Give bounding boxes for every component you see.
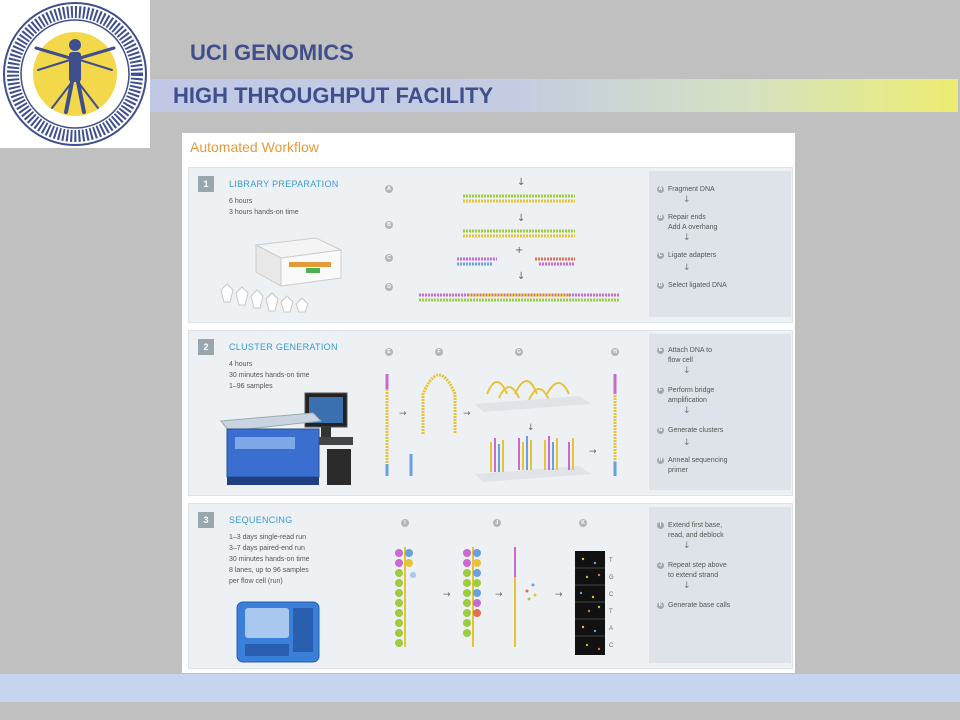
workflow-row-cluster-generation: 2 CLUSTER GENERATION 4 hours 30 minutes … xyxy=(188,330,793,496)
detail-line: 6 hours xyxy=(229,198,253,205)
diagram-label: D xyxy=(385,283,393,291)
step-title: LIBRARY PREPARATION xyxy=(229,179,339,189)
base-call: G xyxy=(609,575,614,581)
base-call: T xyxy=(609,609,613,615)
svg-text:↓: ↓ xyxy=(517,271,525,282)
svg-text:↓: ↓ xyxy=(527,423,535,433)
step-number: 1 xyxy=(198,176,214,192)
diagram-label: H xyxy=(611,348,619,356)
svg-text:↓: ↓ xyxy=(517,177,525,188)
base-call: A xyxy=(609,626,614,632)
svg-text:→: → xyxy=(589,447,597,457)
library-prep-diagram: A B C D ↓ ↓ + ↓ xyxy=(379,171,641,319)
vitruvian-man-logo-icon xyxy=(3,2,147,146)
diagram-label: J xyxy=(493,519,501,527)
cluster-generation-diagram: E F G H → → ↓ xyxy=(379,334,641,492)
step-number: 3 xyxy=(198,512,214,528)
detail-line: 3–7 days paired-end run xyxy=(229,545,305,552)
dna-fragment-graphic: ↓ ↓ + ↓ xyxy=(419,177,619,302)
sequencing-by-synthesis-graphic: → → → xyxy=(395,547,605,655)
detail-line: 30 minutes hands-on time xyxy=(229,556,310,563)
header-band xyxy=(150,79,958,112)
logo xyxy=(0,0,150,148)
diagram-label: A xyxy=(385,185,393,193)
base-call: C xyxy=(609,592,614,598)
detail-line: 1–96 samples xyxy=(229,383,273,390)
footer-band xyxy=(0,674,960,702)
workflow-row-sequencing: 3 SEQUENCING 1–3 days single-read run 3–… xyxy=(188,503,793,669)
base-call-labels: T G C T A C xyxy=(609,553,614,655)
workflow-title: Automated Workflow xyxy=(190,139,319,155)
detail-line: 30 minutes hands-on time xyxy=(229,372,310,379)
diagram-label: F xyxy=(435,348,443,356)
genome-analyzer-image xyxy=(236,601,320,663)
library-prep-kit-image xyxy=(220,237,343,313)
svg-text:+: + xyxy=(515,245,523,256)
workflow-figure: Automated Workflow 1 LIBRARY PREPARATION… xyxy=(182,133,795,673)
workflow-row-library-preparation: 1 LIBRARY PREPARATION 6 hours 3 hours ha… xyxy=(188,167,793,323)
step-title: SEQUENCING xyxy=(229,515,293,525)
detail-line: 8 lanes, up to 96 samples xyxy=(229,567,309,574)
svg-text:→: → xyxy=(443,590,451,600)
svg-text:↓: ↓ xyxy=(517,213,525,224)
step-number: 2 xyxy=(198,339,214,355)
diagram-label: I xyxy=(401,519,409,527)
base-call: T xyxy=(609,558,613,564)
cbot-instrument-image xyxy=(220,392,353,485)
svg-text:→: → xyxy=(555,590,563,600)
detail-line: 1–3 days single-read run xyxy=(229,534,307,541)
org-title: UCI GENOMICS xyxy=(190,40,354,65)
bridge-amplification-graphic: → → ↓ xyxy=(385,373,617,482)
step-details: 4 hours 30 minutes hands-on time 1–96 sa… xyxy=(229,359,310,392)
diagram-label: G xyxy=(515,348,523,356)
base-call: C xyxy=(609,643,614,649)
step-title: CLUSTER GENERATION xyxy=(229,342,338,352)
diagram-label: K xyxy=(579,519,587,527)
detail-line: per flow cell (run) xyxy=(229,578,283,585)
detail-line: 4 hours xyxy=(229,361,253,368)
detail-line: 3 hours hands-on time xyxy=(229,209,299,216)
svg-text:→: → xyxy=(399,409,407,419)
diagram-label: E xyxy=(385,348,393,356)
step-details: 6 hours 3 hours hands-on time xyxy=(229,196,299,218)
svg-text:→: → xyxy=(495,590,503,600)
facility-title: HIGH THROUGHPUT FACILITY xyxy=(173,83,494,108)
step-details: 1–3 days single-read run 3–7 days paired… xyxy=(229,532,310,587)
diagram-label: C xyxy=(385,254,393,262)
diagram-label: B xyxy=(385,221,393,229)
svg-text:→: → xyxy=(463,409,471,419)
sequencing-diagram: I J K → xyxy=(379,507,641,665)
